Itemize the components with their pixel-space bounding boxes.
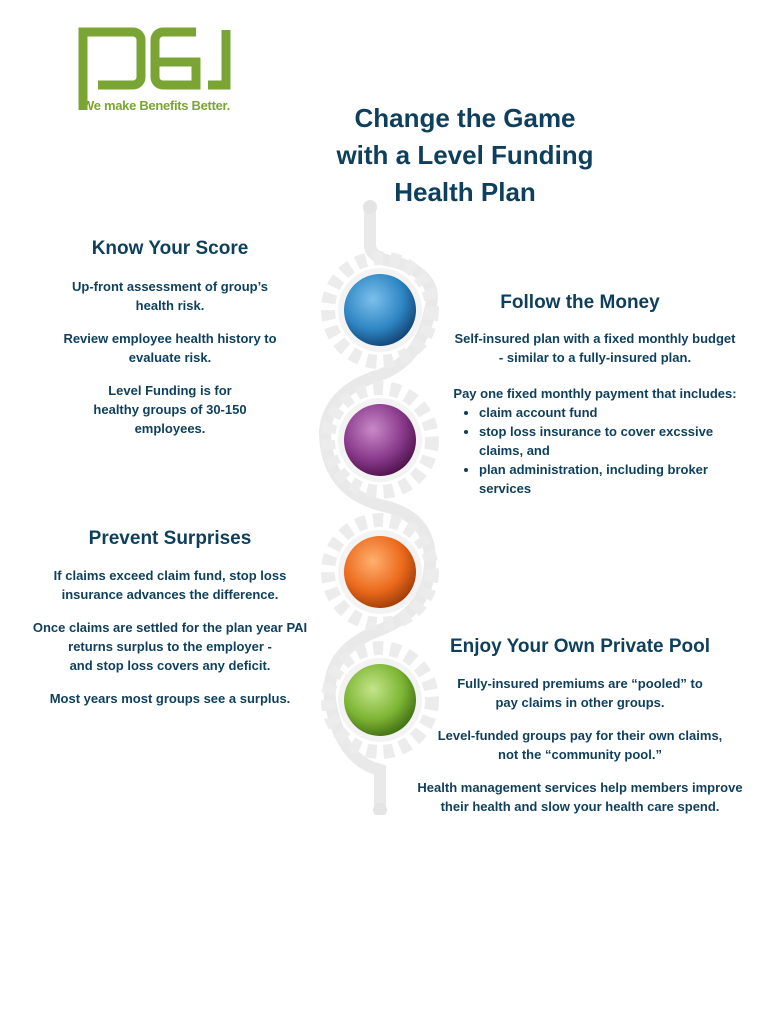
- gear-timeline-graphic: [318, 200, 439, 815]
- text-line: Fully-insured premiums are “pooled” to: [457, 676, 703, 691]
- text-line: Review employee health history to: [63, 331, 277, 346]
- text-line: Once claims are settled for the plan yea…: [32, 620, 308, 635]
- text-line: Health management services help members …: [417, 780, 743, 795]
- pai-logo: [78, 27, 231, 110]
- text-line: returns surplus to the employer -: [68, 639, 272, 654]
- surprises-heading: Prevent Surprises: [88, 528, 252, 549]
- text-line: Level Funding is for: [108, 383, 232, 398]
- know-text: Up-front assessment of group’s health ri…: [40, 277, 300, 438]
- text-line: health risk.: [135, 298, 205, 313]
- text-line: Up-front assessment of group’s: [72, 279, 268, 294]
- pool-text: Fully-insured premiums are “pooled” to p…: [400, 674, 760, 816]
- logo-tagline: We make Benefits Better.: [82, 98, 230, 113]
- text-line: Level-funded groups pay for their own cl…: [437, 728, 723, 743]
- list-item: plan administration, including broker se…: [479, 460, 739, 498]
- gear-orange: [321, 513, 439, 631]
- know-heading: Know Your Score: [91, 238, 249, 259]
- page-title: Change the Game with a Level Funding Hea…: [320, 100, 610, 211]
- text-line: Pay one fixed monthly payment that inclu…: [453, 386, 737, 401]
- text-line: healthy groups of 30-150: [93, 402, 247, 417]
- gear-purple: [321, 381, 439, 499]
- text-line: not the “community pool.”: [498, 747, 662, 762]
- gear-blue: [321, 251, 439, 369]
- list-item: stop loss insurance to cover excssive cl…: [479, 422, 739, 460]
- money-text: Self-insured plan with a fixed monthly b…: [445, 329, 745, 498]
- text-line: Most years most groups see a surplus.: [49, 691, 291, 706]
- surprises-text: If claims exceed claim fund, stop loss i…: [30, 566, 310, 708]
- gear-green: [321, 641, 439, 759]
- text-line: If claims exceed claim fund, stop loss: [53, 568, 287, 583]
- money-heading: Follow the Money: [500, 292, 660, 313]
- text-line: Self-insured plan with a fixed monthly b…: [454, 331, 736, 346]
- text-line: - similar to a fully-insured plan.: [498, 350, 692, 365]
- title-line: Health Plan: [394, 177, 536, 207]
- title-line: Change the Game: [354, 103, 576, 133]
- text-line: evaluate risk.: [128, 350, 212, 365]
- text-line: their health and slow your health care s…: [440, 799, 720, 814]
- title-line: with a Level Funding: [336, 140, 594, 170]
- includes-list: claim account fund stop loss insurance t…: [459, 403, 739, 498]
- text-line: insurance advances the difference.: [61, 587, 279, 602]
- text-line: employees.: [134, 421, 206, 436]
- pool-heading: Enjoy Your Own Private Pool: [449, 636, 711, 657]
- text-line: and stop loss covers any deficit.: [69, 658, 271, 673]
- list-item: claim account fund: [479, 403, 739, 422]
- text-line: pay claims in other groups.: [495, 695, 665, 710]
